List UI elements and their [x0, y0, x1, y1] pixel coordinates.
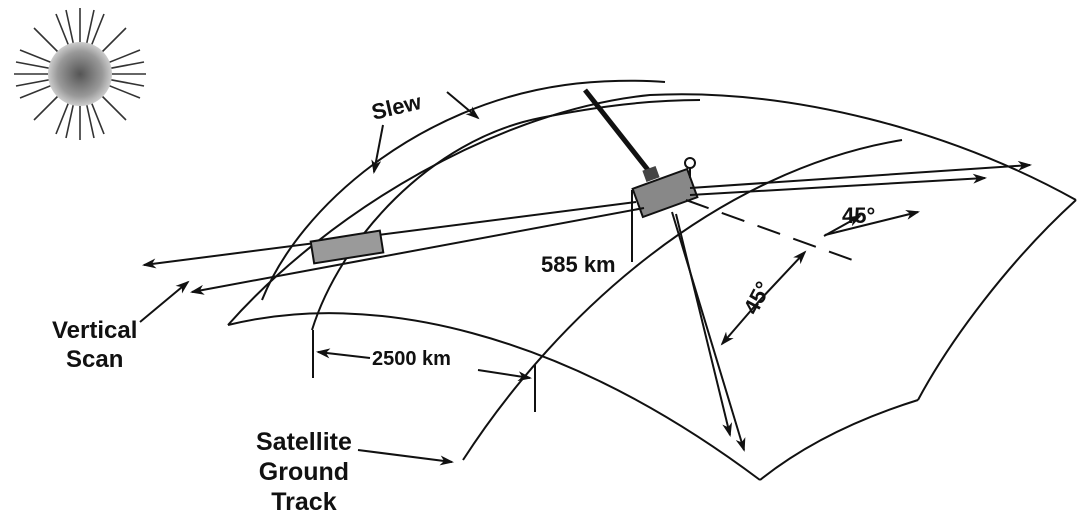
- label-pointers: [139, 280, 454, 466]
- ground-track-line1: Satellite: [256, 428, 352, 456]
- slew-annotation: [261, 79, 666, 301]
- altitude-label: 585 km: [541, 252, 616, 277]
- swath-dimension: [312, 330, 536, 412]
- satellite-icon: [583, 88, 699, 262]
- surface-far-edge: [227, 93, 1077, 326]
- angle-arrows: [720, 210, 920, 346]
- swath-label: 2500 km: [372, 348, 451, 370]
- vertical-scan-beams: [142, 201, 645, 295]
- ground-track-line2: Ground: [258, 458, 350, 486]
- ground-track-line3: Track: [271, 488, 337, 516]
- earth-surface: [227, 93, 1077, 481]
- ground-track-label: Satellite Ground Track: [256, 427, 352, 517]
- angle-label-right: 45°: [842, 203, 876, 228]
- vertical-scan-line2: Scan: [66, 346, 124, 373]
- surface-right-edge: [917, 199, 1077, 401]
- vertical-scan-label: Vertical Scan: [52, 316, 137, 374]
- sun-icon: [14, 8, 146, 140]
- surface-near-edge: [227, 312, 761, 481]
- vertical-scan-line1: Vertical: [52, 317, 138, 344]
- ground-track-line: [462, 139, 903, 461]
- pointing-beams: [671, 160, 1032, 452]
- surface-front-edge: [759, 399, 919, 481]
